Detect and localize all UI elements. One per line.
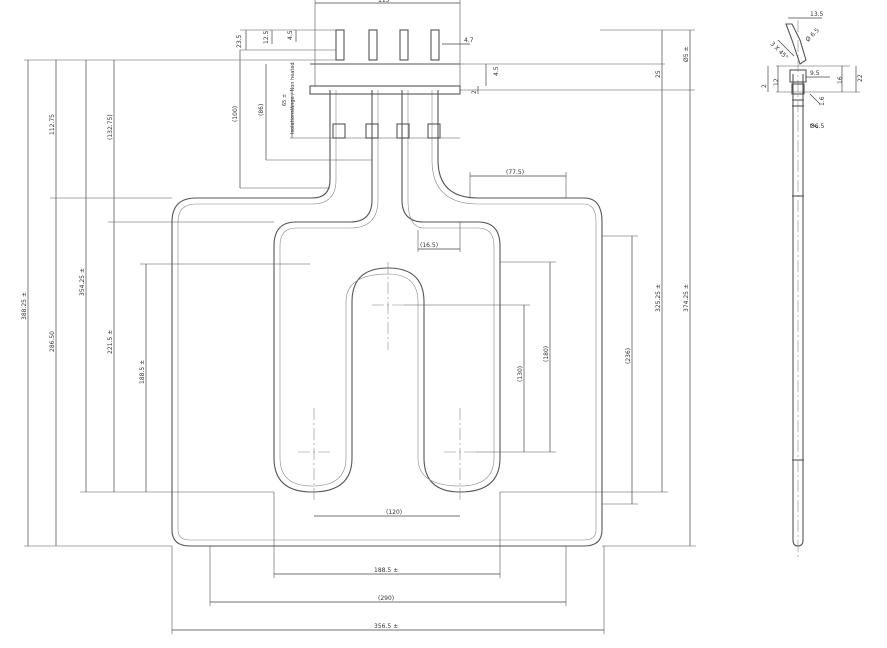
dim-terminal-gap: 4.7 xyxy=(464,37,474,44)
dim-terminal-h: 4.5 xyxy=(493,66,500,76)
dim-left-h4: 188.5 ± xyxy=(139,360,146,384)
dim-lower-h: 286.50 xyxy=(49,331,56,352)
dim-tube-offset: (77.5) xyxy=(506,169,524,176)
side-view xyxy=(767,17,860,560)
dim-left-h2: 354.25 ± xyxy=(79,268,86,296)
dim-right-h5: (130) xyxy=(517,366,524,382)
dim-terminal-small: 2 xyxy=(471,90,478,94)
dim-left-h1: (132.75) xyxy=(107,114,114,140)
side-dim-d: 16 xyxy=(837,76,844,84)
side-dim-f: 2 xyxy=(761,84,768,88)
dim-right-h2: 374.25 ± xyxy=(683,284,690,312)
side-dim-e: 1.6 xyxy=(819,96,826,106)
terminals xyxy=(290,29,461,139)
side-dim-top: 13.5 xyxy=(810,11,824,18)
side-dim-b: 9.5 xyxy=(810,70,820,77)
dim-top-left-c: 4.5 xyxy=(287,30,294,40)
dim-mount-dia: Ø5 ± xyxy=(683,47,690,62)
side-dim-angle: 3 X 45° xyxy=(769,40,790,61)
dim-right-h4: (180) xyxy=(543,346,550,362)
dim-upper-h: 112.75 xyxy=(49,114,56,135)
dim-height-total: 388.25 ± xyxy=(21,292,28,320)
dim-top-left-b: 12.5 xyxy=(263,30,270,44)
centerlines xyxy=(298,262,476,500)
dim-side-h1: (100) xyxy=(232,106,239,122)
side-dim-tube-dia: Ø6.5 xyxy=(810,123,824,130)
dim-loop-width: (120) xyxy=(386,509,402,516)
dim-total-width: 356.5 ± xyxy=(374,623,398,630)
dim-top-width: 115 xyxy=(378,0,390,4)
dimension-labels: 115 23.5 12.5 4.5 4.7 4.5 2 25 Ø5 ± (100… xyxy=(21,0,690,630)
dim-side-h2: (86) xyxy=(258,104,265,116)
dim-right-h3: (236) xyxy=(625,348,632,364)
side-dim-dia: Ø 6.5 xyxy=(804,27,821,44)
note-length: 65 ± xyxy=(282,94,288,106)
dimension-lines xyxy=(24,0,696,634)
dim-mount-gap: 25 xyxy=(655,70,662,78)
heating-element-tube xyxy=(171,90,603,547)
dim-right-h1: 325.25 ± xyxy=(655,284,662,312)
side-dim-c: 22 xyxy=(857,74,864,82)
note-non-heated: Isolationslänge / Non heated xyxy=(290,62,296,134)
side-view-labels: 13.5 3 X 45° Ø 6.5 12 2 9.5 16 22 1.6 Ø6… xyxy=(761,11,864,130)
dim-neck-width: (16.5) xyxy=(420,242,438,249)
side-dim-a: 12 xyxy=(773,78,780,86)
dim-inner-width: 188.5 ± xyxy=(374,567,398,574)
dim-mid-width: (290) xyxy=(378,595,394,602)
dim-top-left-a: 23.5 xyxy=(236,34,243,48)
dim-left-h3: 221.5 ± xyxy=(107,330,114,354)
